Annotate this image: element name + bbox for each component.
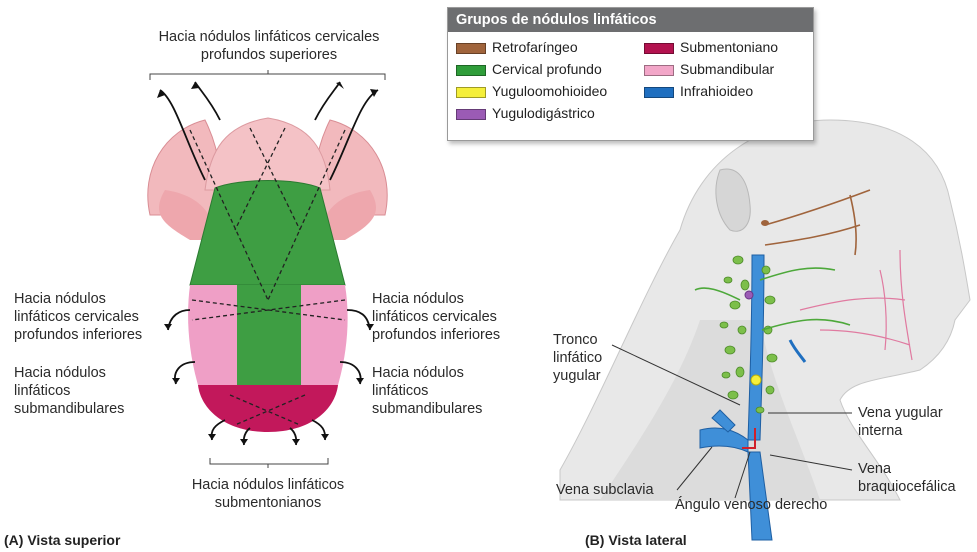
legend-label: Cervical profundo bbox=[492, 61, 602, 77]
label-vena-braquiocefalica: Vena braquiocefálica bbox=[858, 460, 956, 496]
legend-label: Submandibular bbox=[680, 61, 774, 77]
tongue-illustration bbox=[148, 70, 387, 468]
legend-item-infrahioideo: Infrahioideo bbox=[644, 83, 753, 99]
caption-vista-superior: (A) Vista superior bbox=[4, 532, 120, 548]
legend-swatch bbox=[456, 43, 486, 54]
label-right-cervical-inferior: Hacia nódulos linfáticos cervicales prof… bbox=[372, 290, 500, 344]
label-cervical-superior: Hacia nódulos linfáticos cervicales prof… bbox=[150, 28, 388, 64]
label-angulo-venoso: Ángulo venoso derecho bbox=[675, 496, 827, 514]
legend-item-cervical-profundo: Cervical profundo bbox=[456, 61, 602, 77]
legend-label: Infrahioideo bbox=[680, 83, 753, 99]
caption-vista-lateral: (B) Vista lateral bbox=[585, 532, 687, 548]
legend-label: Yuguloomohioideo bbox=[492, 83, 607, 99]
legend-item-retrofaringeo: Retrofaríngeo bbox=[456, 39, 578, 55]
legend-item-submentoniano: Submentoniano bbox=[644, 39, 778, 55]
legend-item-yuguloomohioideo: Yuguloomohioideo bbox=[456, 83, 607, 99]
label-submental: Hacia nódulos linfáticos submentonianos bbox=[162, 476, 374, 512]
legend-swatch bbox=[644, 65, 674, 76]
legend-swatch bbox=[456, 109, 486, 120]
label-vena-subclavia: Vena subclavia bbox=[556, 481, 654, 499]
label-tronco-linfatico: Tronco linfático yugular bbox=[553, 331, 602, 385]
legend-label: Submentoniano bbox=[680, 39, 778, 55]
label-left-cervical-inferior: Hacia nódulos linfáticos cervicales prof… bbox=[14, 290, 142, 344]
legend-box: Grupos de nódulos linfáticos Retrofaríng… bbox=[447, 7, 814, 141]
legend-item-yugulodigastrico: Yugulodigástrico bbox=[456, 105, 595, 121]
legend-swatch bbox=[456, 87, 486, 98]
legend-swatch bbox=[644, 87, 674, 98]
label-right-submandibular: Hacia nódulos linfáticos submandibulares bbox=[372, 364, 482, 418]
label-vena-yugular: Vena yugular interna bbox=[858, 404, 943, 440]
legend-item-submandibular: Submandibular bbox=[644, 61, 774, 77]
legend-title: Grupos de nódulos linfáticos bbox=[448, 8, 813, 32]
legend-swatch bbox=[644, 43, 674, 54]
label-left-submandibular: Hacia nódulos linfáticos submandibulares bbox=[14, 364, 124, 418]
legend-label: Yugulodigástrico bbox=[492, 105, 595, 121]
legend-swatch bbox=[456, 65, 486, 76]
legend-label: Retrofaríngeo bbox=[492, 39, 578, 55]
